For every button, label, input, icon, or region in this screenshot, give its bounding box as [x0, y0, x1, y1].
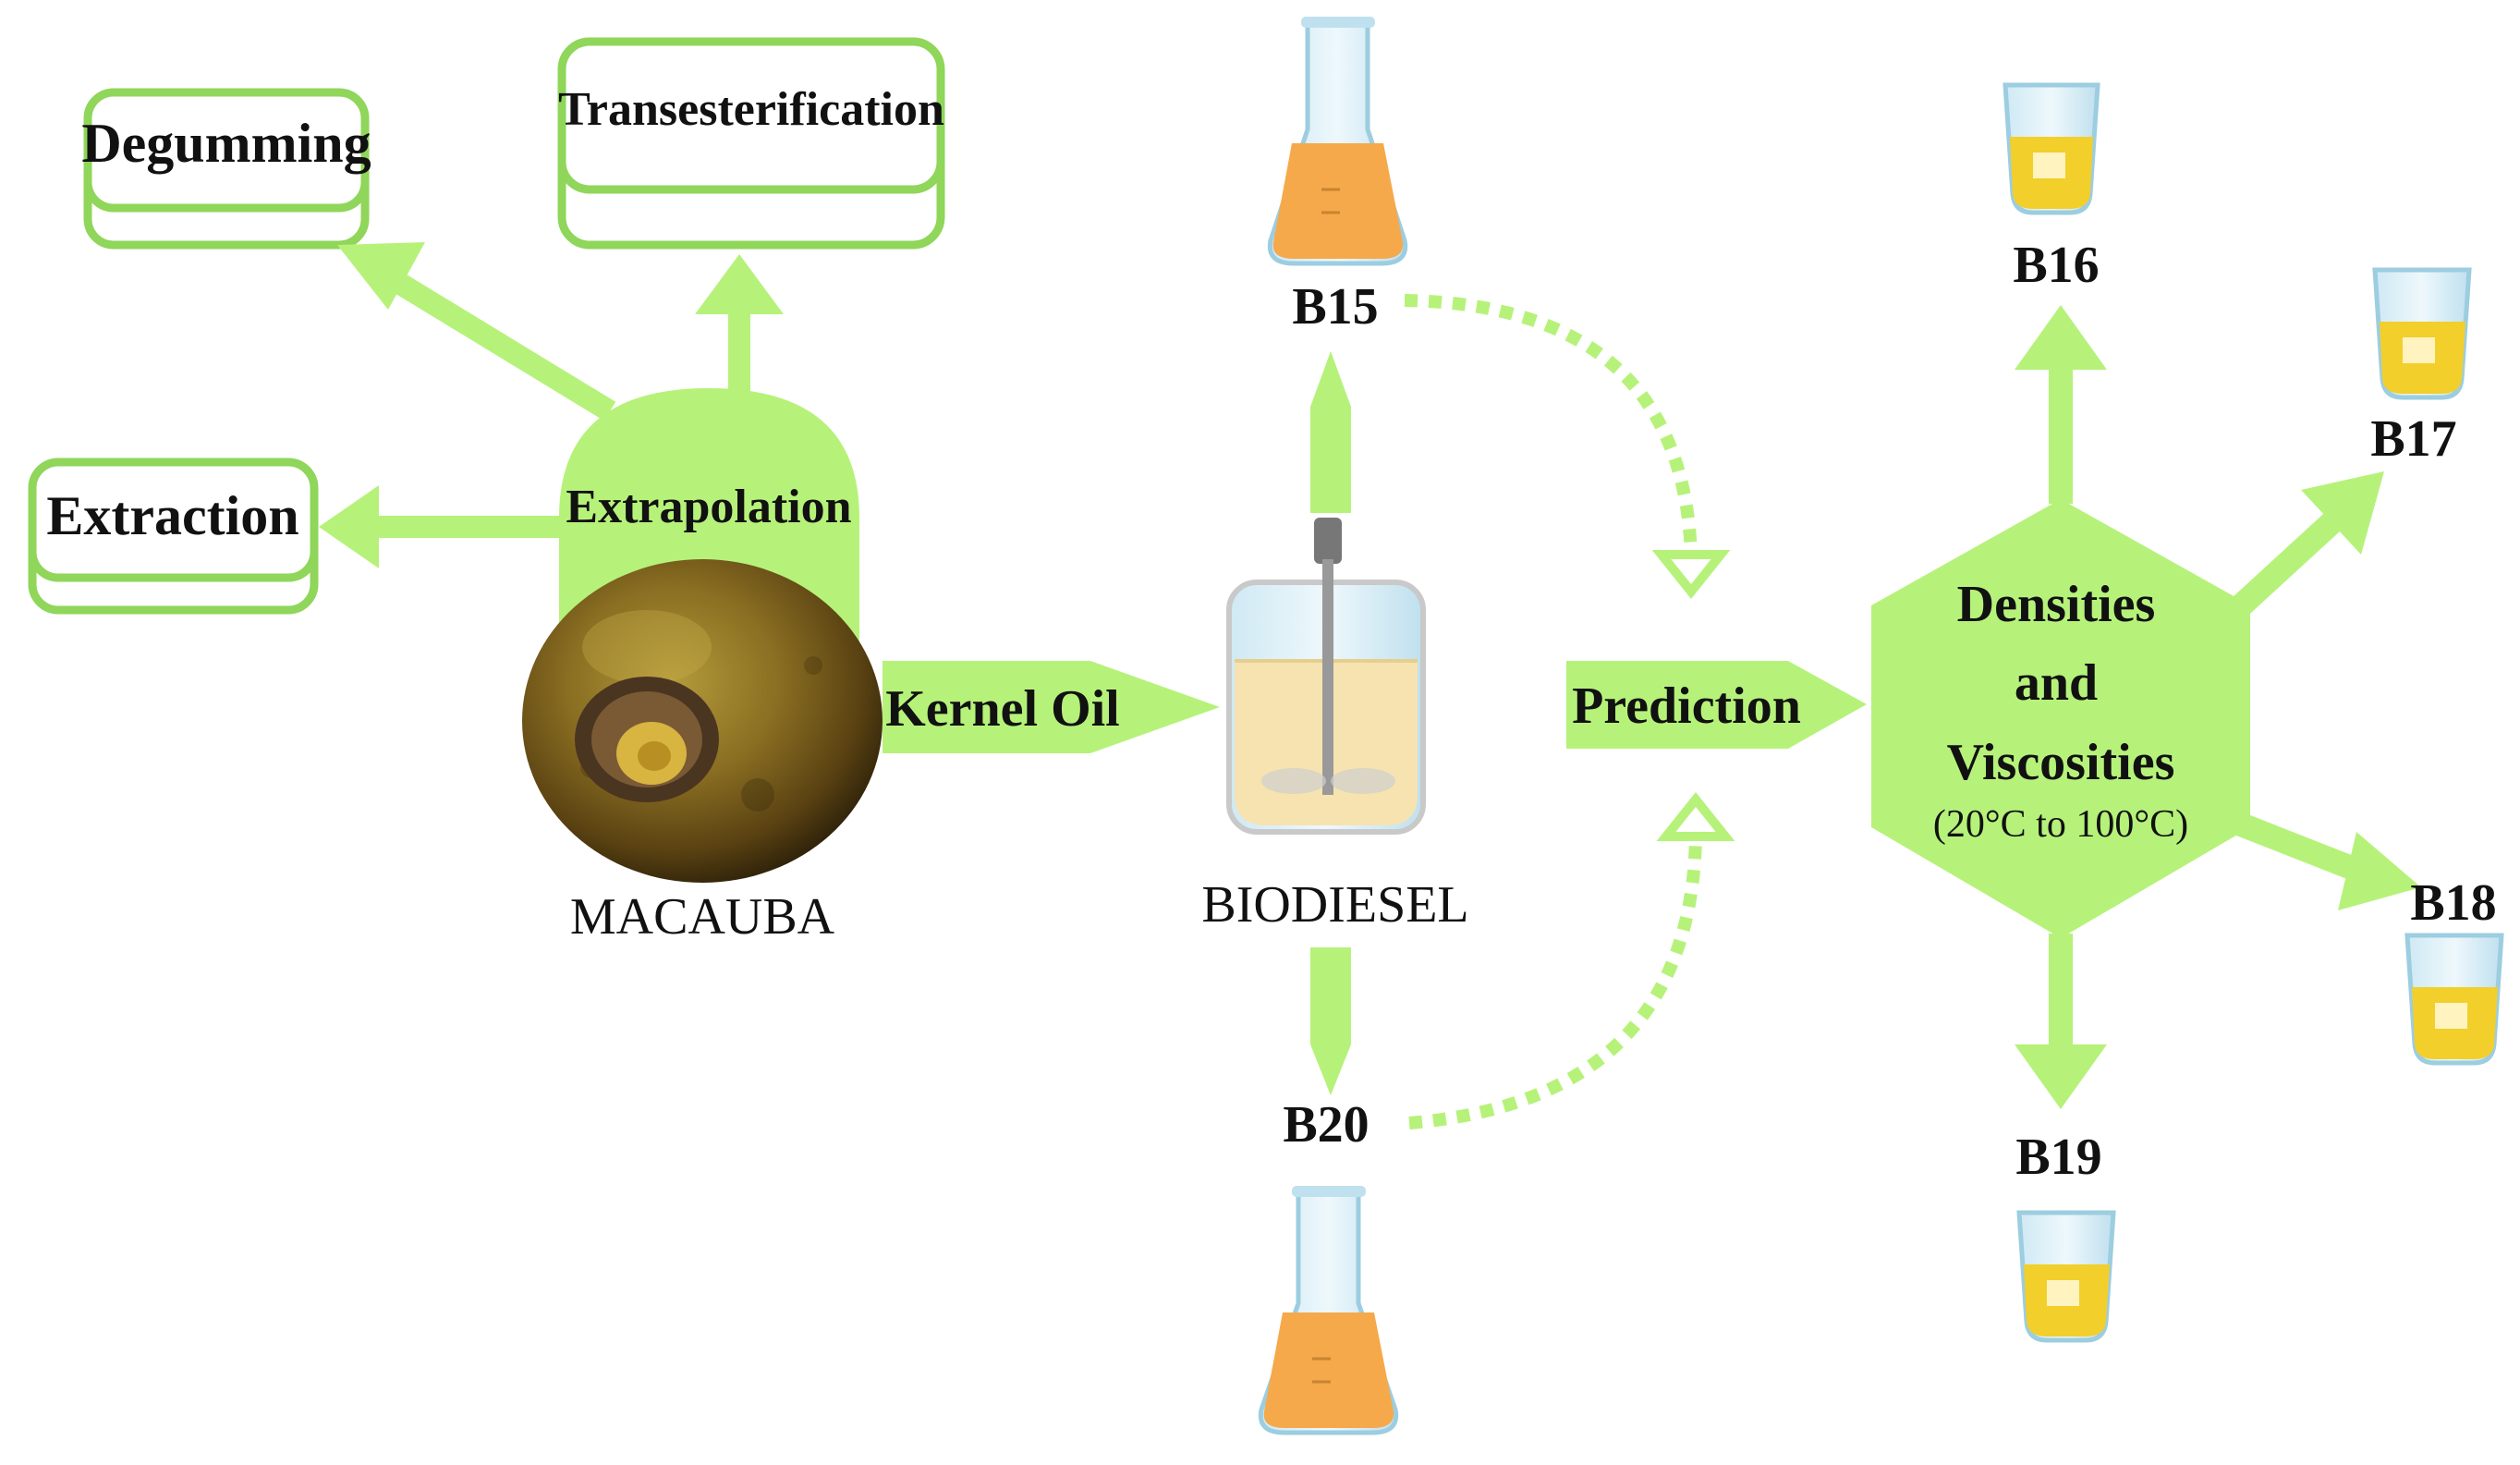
hex-temperature-range: (20°C to 100°C): [1933, 803, 2188, 846]
kernel-oil-label: Kernel Oil: [885, 680, 1120, 738]
prediction-label: Prediction: [1572, 678, 1801, 735]
b15-label: B15: [1292, 278, 1378, 336]
arrow-up-to-b15: [1310, 351, 1351, 513]
macauba-fruit-image: [522, 559, 883, 883]
b17-label: B17: [2370, 410, 2456, 468]
arrow-to-b18: [2232, 811, 2421, 910]
hex-viscosities-label: Viscosities: [1947, 734, 2175, 791]
dotted-arrow-b15-to-prediction: [1404, 294, 1698, 555]
b18-label: B18: [2410, 874, 2496, 932]
arrow-to-transesterification: [695, 254, 784, 393]
reactor-vessel: [1226, 518, 1426, 835]
extraction-label: Extraction: [46, 485, 298, 546]
prediction-arrow: Prediction: [1566, 661, 1867, 749]
hex-densities-label: Densities: [1957, 576, 2156, 633]
hex-and-label: and: [2015, 654, 2098, 712]
b19-label: B19: [2015, 1129, 2101, 1186]
properties-hexagon: [1871, 499, 2250, 938]
degumming-box: Degumming: [81, 88, 371, 250]
b20-label: B20: [1283, 1096, 1369, 1154]
extrapolation-label: Extrapolation: [566, 481, 851, 533]
dotted-arrowhead-bottom: [1656, 791, 1735, 841]
b20-flask-icon: [1258, 1186, 1399, 1435]
degumming-label: Degumming: [81, 113, 371, 174]
b16-label: B16: [2013, 237, 2099, 294]
biodiesel-label: BIODIESEL: [1201, 876, 1468, 934]
transesterification-label: Transesterification: [558, 83, 944, 136]
arrow-to-b17: [2228, 471, 2384, 619]
transesterification-box: Transesterification: [557, 37, 945, 250]
macauba-label: MACAUBA: [570, 888, 835, 946]
arrow-to-b16: [2015, 305, 2107, 504]
b19-beaker-icon: [2016, 1210, 2116, 1343]
arrow-to-degumming: [337, 242, 616, 421]
arrow-to-b19: [2015, 934, 2107, 1109]
b18-beaker-icon: [2404, 933, 2504, 1066]
b17-beaker-icon: [2372, 267, 2472, 400]
b16-beaker-icon: [2003, 82, 2100, 215]
arrow-down-to-b20: [1310, 947, 1351, 1095]
extraction-box: Extraction: [28, 458, 319, 615]
b15-flask-icon: [1267, 17, 1408, 266]
dotted-arrow-b20-to-prediction: [1408, 836, 1702, 1129]
kernel-oil-arrow: Kernel Oil: [883, 661, 1220, 753]
arrow-to-extraction: [319, 485, 564, 568]
dotted-arrowhead-top: [1651, 550, 1731, 600]
